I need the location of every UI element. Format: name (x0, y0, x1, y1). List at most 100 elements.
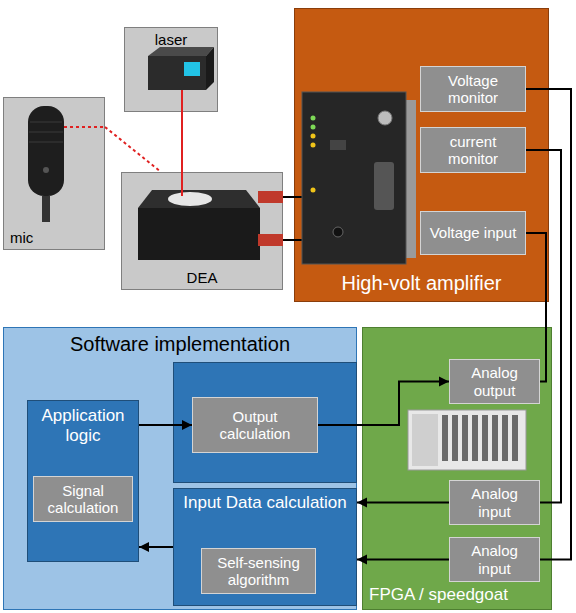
amplifier-panel: High-volt amplifier Voltage monitor curren… (294, 8, 549, 302)
connector-line (526, 150, 561, 503)
connector-line (139, 424, 192, 426)
node-label: Analog input (454, 485, 535, 520)
connector (357, 498, 449, 508)
amplifier-front (302, 92, 406, 264)
dea-terminal (258, 234, 283, 246)
equipment-box: laser (124, 27, 218, 112)
mic-grille (30, 122, 62, 123)
mic-knob (43, 167, 49, 173)
io-slot (492, 415, 498, 461)
io-slot (482, 415, 488, 461)
laser-beam (181, 90, 183, 112)
mic-grille (29, 142, 63, 143)
mic-grille (29, 132, 63, 133)
arrow-head (439, 377, 449, 387)
sound-path (64, 126, 105, 128)
connector (283, 240, 294, 241)
io-box: Analog input (449, 480, 540, 525)
dea-plate (138, 190, 260, 208)
wire (294, 196, 302, 198)
node-label: laser (155, 31, 188, 48)
arrow-head (357, 555, 367, 565)
node-label: High-volt amplifier (341, 272, 501, 295)
module-box: Input Data calculationSelf-sensing algor… (173, 488, 357, 606)
io-box: Analog input (449, 537, 540, 582)
io-slot (462, 415, 468, 461)
signal-box: Voltage input (420, 211, 526, 255)
speedgoat-chassis (408, 410, 526, 470)
node-label: mic (10, 229, 33, 246)
connector (526, 150, 561, 503)
speedgoat-front (412, 414, 438, 466)
io-box: Analog output (449, 359, 540, 404)
hv-connector (378, 111, 392, 125)
db-connector (374, 162, 394, 210)
connector (526, 89, 571, 560)
equipment-box: DEA (121, 172, 283, 290)
laser-beam (181, 172, 183, 196)
connector (139, 542, 173, 552)
status-led (311, 188, 316, 193)
usb-port (330, 140, 346, 150)
connector (182, 112, 183, 172)
connector (357, 555, 449, 565)
laser-body (148, 56, 206, 90)
power-jack (333, 227, 343, 237)
connector-line (318, 382, 449, 426)
dea-terminal (258, 191, 283, 203)
arrow-head (139, 542, 149, 552)
connector-line (105, 127, 161, 172)
software-panel: Software implementationApplication logic… (3, 327, 357, 610)
connector-line (526, 233, 546, 382)
connector (139, 420, 192, 430)
status-led (311, 116, 316, 121)
connector (283, 197, 294, 198)
signal-box: current monitor (420, 127, 526, 173)
node-label: FPGA / speedgoat (369, 585, 508, 605)
node-label: Analog output (454, 364, 535, 399)
connector-line (357, 502, 449, 504)
status-led (311, 143, 316, 148)
equipment-box: mic (3, 97, 105, 250)
laser-body-side (206, 47, 214, 90)
io-slot (442, 415, 448, 461)
module-box: Application logicSignal calculation (27, 400, 139, 562)
mic-body (28, 106, 64, 196)
function-box: Self-sensing algorithm (201, 548, 316, 594)
node-label: DEA (187, 269, 218, 286)
wire (294, 239, 302, 241)
node-label: Self-sensing algorithm (206, 554, 311, 589)
status-led (311, 125, 316, 130)
connector-line (139, 546, 173, 548)
function-box: Output calculation (192, 397, 318, 453)
io-slot (502, 415, 508, 461)
connector-line (526, 89, 571, 560)
connector (526, 233, 546, 382)
laser-body-top (148, 47, 214, 56)
io-slot (472, 415, 478, 461)
arrow-head (357, 498, 367, 508)
io-slot (512, 415, 518, 461)
hardware-panel: FPGA / speedgoat Analog outputAnalog inpu… (362, 327, 552, 610)
node-label: Input Data calculation (183, 493, 347, 513)
node-label: current monitor (425, 133, 521, 168)
node-label: Voltage monitor (425, 72, 521, 107)
dea-base (138, 208, 260, 260)
status-led (311, 134, 316, 139)
function-box: Signal calculation (33, 476, 133, 522)
node-label: Signal calculation (38, 482, 128, 517)
connector-line (181, 112, 183, 172)
connector-line (357, 559, 449, 561)
connector-line (283, 196, 294, 198)
connector-line (283, 239, 294, 241)
laser-lens (184, 62, 200, 76)
connector (318, 377, 449, 426)
io-slot (452, 415, 458, 461)
node-label: Output calculation (197, 408, 313, 443)
node-label: Voltage input (430, 224, 517, 241)
amplifier-side (404, 100, 416, 258)
arrow-head (182, 420, 192, 430)
node-label: Analog input (454, 542, 535, 577)
dea-membrane (168, 192, 212, 206)
connector (105, 127, 161, 172)
